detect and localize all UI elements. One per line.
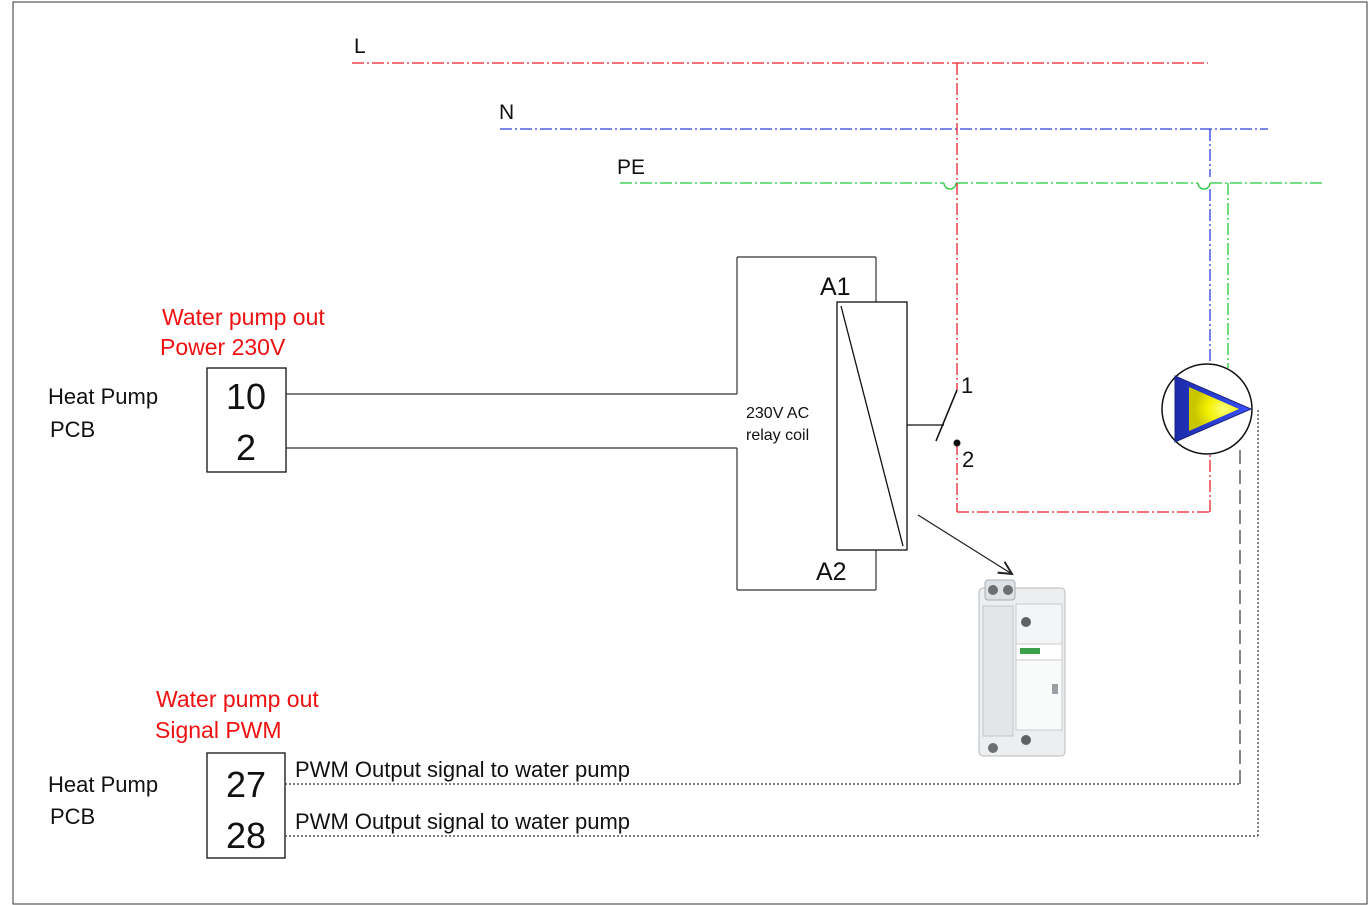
power-terminal-block [206,367,287,473]
power-title-line2: Power 230V [160,334,286,360]
pwm-wire-label-top: PWM Output signal to water pump [295,757,630,782]
rail-label-earth: PE [617,156,645,179]
signal-pcb-line2: PCB [50,804,95,829]
coil-terminal-a2: A2 [816,558,847,586]
rail-earth [620,182,1322,190]
signal-terminal-block [206,752,286,859]
coil-terminal-a1: A1 [820,273,851,301]
pwm-wire-bottom [285,410,1259,837]
rail-label-line: L [354,35,366,58]
rail-label-neutral: N [499,101,514,124]
contact-label-1: 1 [961,373,973,398]
power-pcb-line1: Heat Pump [48,384,158,409]
power-terminal-2: 2 [236,427,256,468]
contact-label-2: 2 [962,447,974,472]
power-title-line1: Water pump out [162,304,325,330]
pwm-wire-top [285,447,1241,785]
diagram-border [12,1,1368,905]
live-feed-wire [956,63,1211,513]
circulation-pump-icon [1161,363,1253,455]
signal-terminal-27: 27 [226,764,266,805]
contactor-pointer-arrow [917,514,1012,574]
signal-title-line2: Signal PWM [155,717,282,743]
coil-label-line1: 230V AC [746,405,809,422]
relay-coil [836,301,908,551]
signal-title-line1: Water pump out [156,686,319,712]
coil-label-line2: relay coil [746,427,809,444]
coil-wires [286,256,877,591]
din-rail-contactor-icon [978,579,1066,757]
signal-terminal-28: 28 [226,815,266,856]
power-terminal-10: 10 [226,376,266,417]
signal-pcb-line1: Heat Pump [48,772,158,797]
pwm-wire-label-bottom: PWM Output signal to water pump [295,809,630,834]
power-pcb-line2: PCB [50,417,95,442]
